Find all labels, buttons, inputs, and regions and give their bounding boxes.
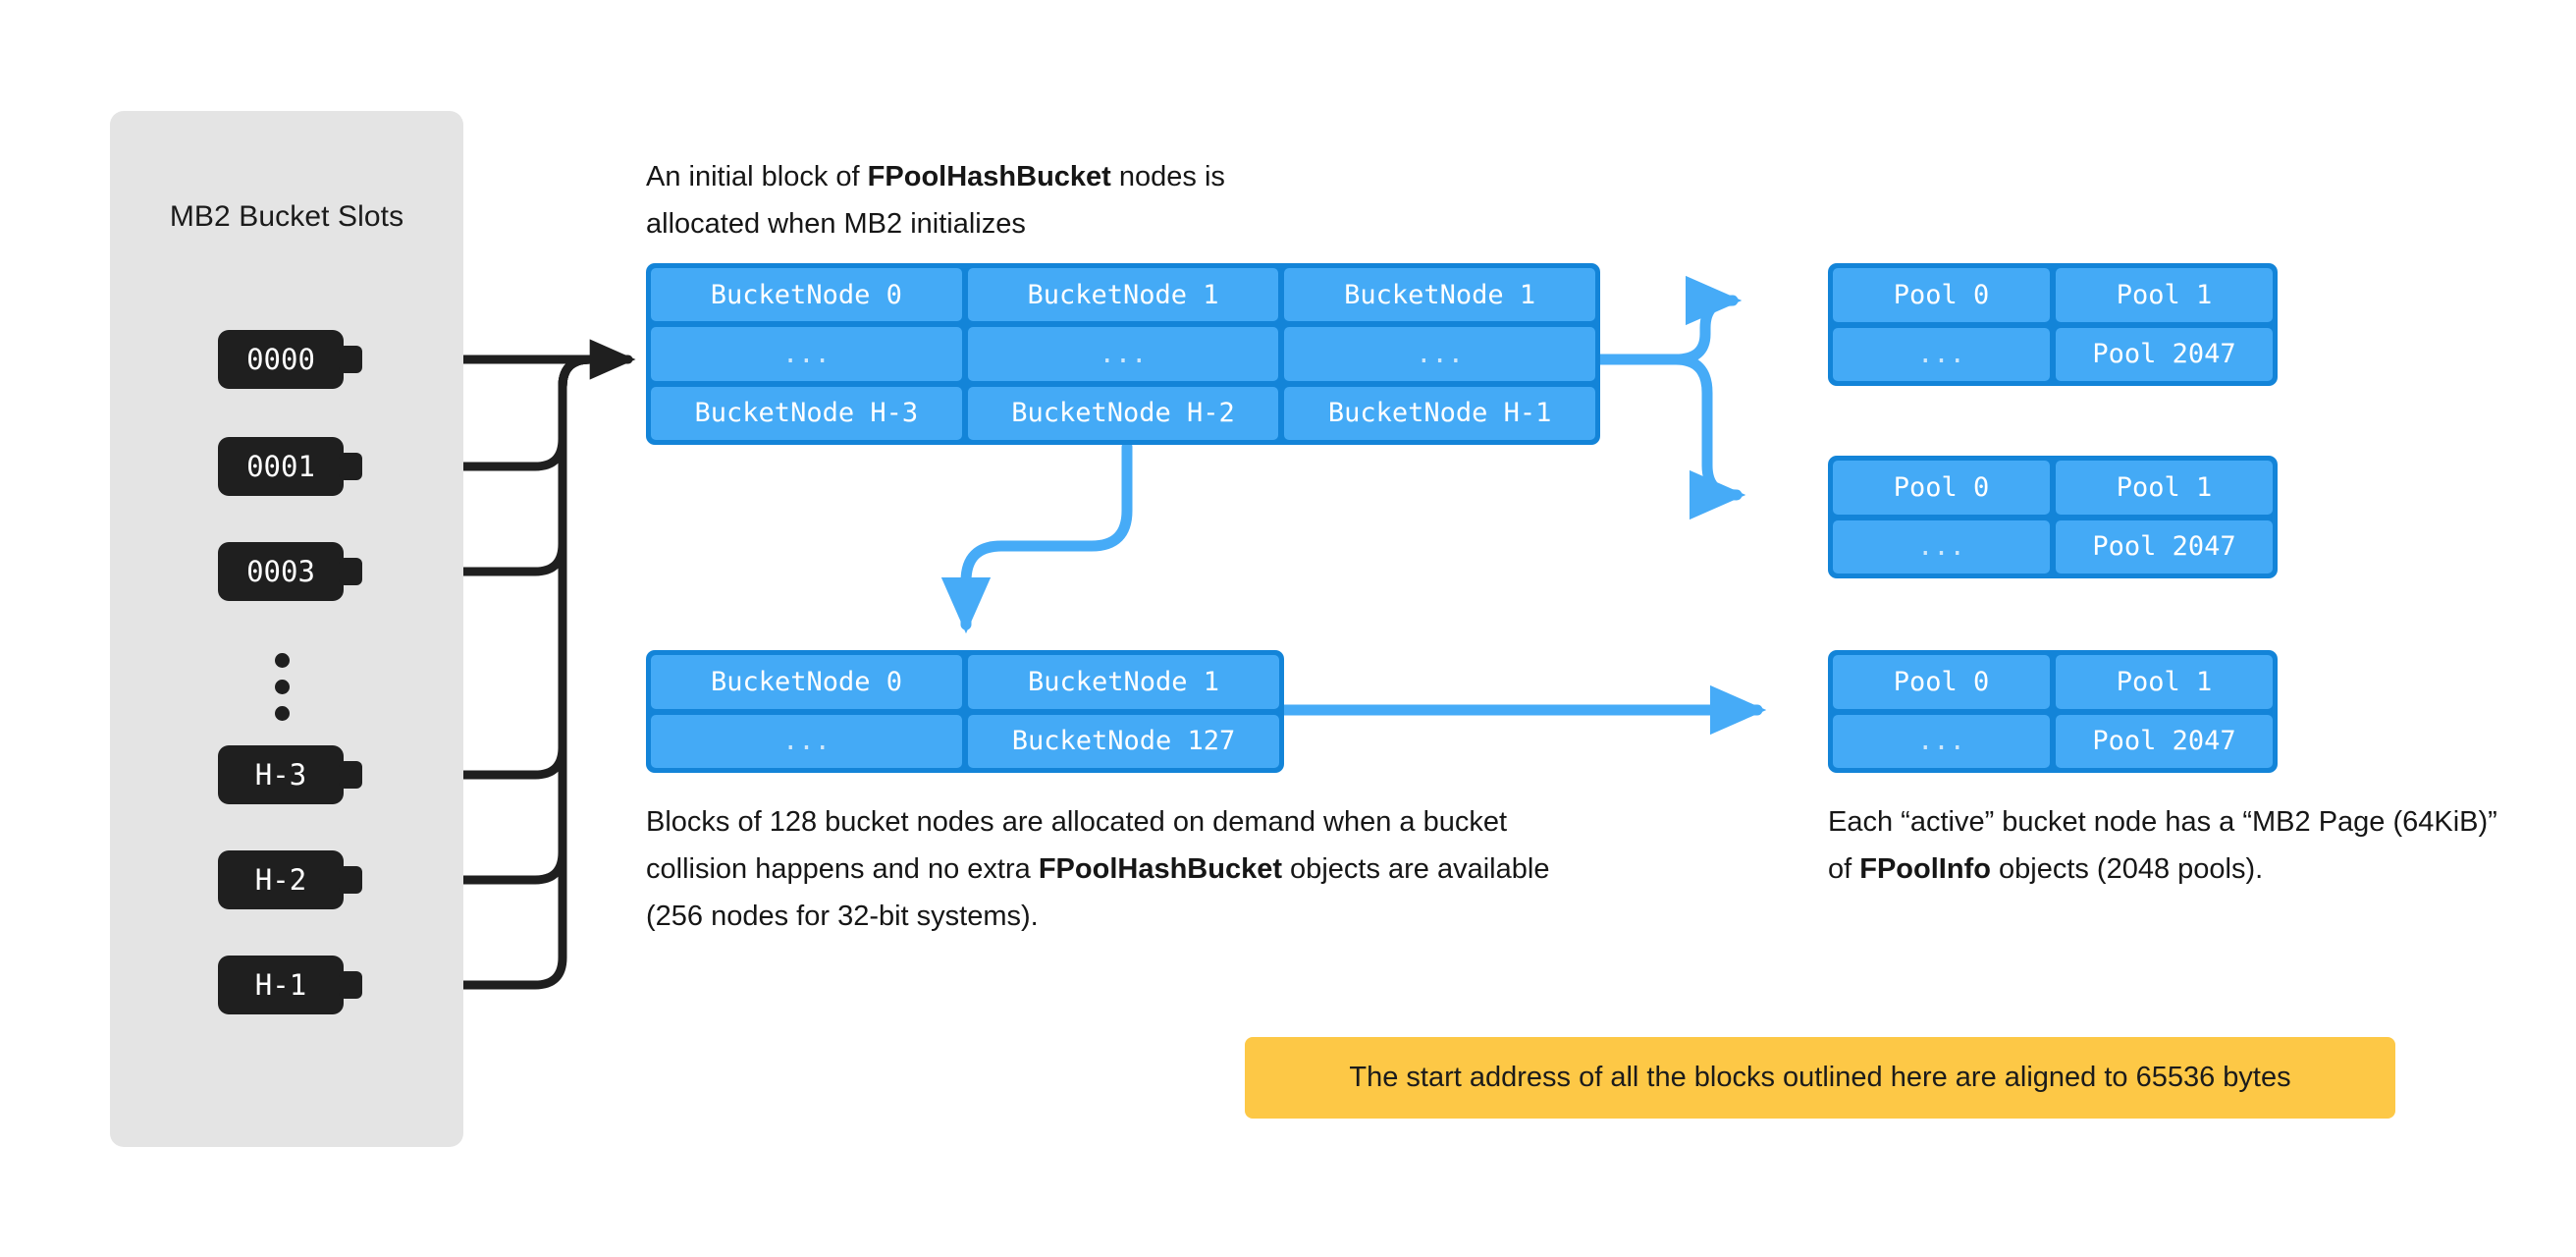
pool-cell[interactable]: Pool 2047	[2056, 519, 2273, 574]
bucket-node-cell[interactable]: BucketNode H-3	[651, 386, 962, 440]
bucket-node-cell-ellipsis: ...	[967, 327, 1279, 381]
note-text-pre: Each “active” bucket node has a “MB2 Pag…	[1828, 806, 2497, 885]
on-demand-block-note: Blocks of 128 bucket nodes are allocated…	[646, 798, 1588, 940]
initial-block-note: An initial block of FPoolHashBucket node…	[646, 153, 1333, 247]
bucket-slot-0000[interactable]: 0000	[218, 330, 362, 389]
bucket-node-cell-ellipsis: ...	[1284, 327, 1595, 381]
note-text-strong: FPoolInfo	[1859, 853, 1991, 885]
pool-cell[interactable]: Pool 0	[1833, 268, 2050, 322]
slot-connector-nub	[339, 761, 362, 789]
slot-connector-nub	[339, 453, 362, 480]
bucket-node-cell[interactable]: BucketNode 1	[967, 268, 1279, 322]
on-demand-bucket-node-block: BucketNode 0 BucketNode 1 ... BucketNode…	[646, 650, 1284, 773]
main-block-to-second-block-arrow	[940, 441, 1133, 634]
pool-cell[interactable]: Pool 2047	[2056, 714, 2273, 768]
slot-label: H-3	[254, 758, 307, 792]
slot-connector-nub	[339, 558, 362, 585]
pool-cell[interactable]: Pool 2047	[2056, 327, 2273, 381]
pool-cell[interactable]: Pool 0	[1833, 461, 2050, 515]
note-text-post: objects (2048 pools).	[1990, 853, 2264, 885]
note-text-post: objects are available (256 nodes for 32-…	[646, 853, 1550, 932]
slot-label: 0001	[246, 450, 315, 483]
note-text-pre: An initial block of	[646, 161, 868, 192]
bucket-node-cell[interactable]: BucketNode 0	[651, 268, 962, 322]
pool-cell[interactable]: Pool 1	[2056, 461, 2273, 515]
pool-cell[interactable]: Pool 1	[2056, 268, 2273, 322]
bucket-slot-h-2[interactable]: H-2	[218, 850, 362, 909]
slots-panel-title: MB2 Bucket Slots	[169, 200, 404, 233]
bucket-slot-0001[interactable]: 0001	[218, 437, 362, 496]
slot-label: H-1	[254, 968, 307, 1002]
bucket-slot-h-3[interactable]: H-3	[218, 745, 362, 804]
mb2-page-pool-table: Pool 0 Pool 1 ... Pool 2047	[1828, 263, 2278, 386]
slot-label: 0000	[246, 343, 315, 376]
alignment-callout-text: The start address of all the blocks outl…	[1349, 1062, 2291, 1093]
bucket-node-cell[interactable]: BucketNode 0	[651, 655, 962, 709]
note-text-strong: FPoolHashBucket	[867, 161, 1111, 192]
bucket-node-cell-ellipsis: ...	[651, 327, 962, 381]
alignment-callout: The start address of all the blocks outl…	[1245, 1037, 2395, 1119]
slot-connector-nub	[339, 866, 362, 894]
bucket-node-cell[interactable]: BucketNode 1	[1284, 268, 1595, 322]
mb2-page-pool-table: Pool 0 Pool 1 ... Pool 2047	[1828, 650, 2278, 773]
pool-cell[interactable]: Pool 1	[2056, 655, 2273, 709]
bucket-node-cell-ellipsis: ...	[651, 714, 962, 768]
pool-cell-ellipsis: ...	[1833, 714, 2050, 768]
bucket-node-cell[interactable]: BucketNode 1	[968, 655, 1279, 709]
initial-bucket-node-block: BucketNode 0 BucketNode 1 BucketNode 1 .…	[646, 263, 1600, 445]
bucket-node-cell[interactable]: BucketNode H-1	[1284, 386, 1595, 440]
bucket-node-cell[interactable]: BucketNode 127	[968, 714, 1279, 768]
pool-cell[interactable]: Pool 0	[1833, 655, 2050, 709]
note-text-strong: FPoolHashBucket	[1038, 853, 1282, 885]
slot-connector-nub	[339, 346, 362, 373]
slot-label: H-2	[254, 863, 307, 897]
mb2-page-pool-table: Pool 0 Pool 1 ... Pool 2047	[1828, 456, 2278, 578]
note-text-pre: Blocks of 128 bucket nodes are allocated…	[646, 806, 1508, 885]
main-block-to-pools-branch	[1594, 275, 1746, 520]
mb2-page-note: Each “active” bucket node has a “MB2 Pag…	[1828, 798, 2515, 893]
vertical-ellipsis-icon	[273, 653, 291, 721]
pool-cell-ellipsis: ...	[1833, 519, 2050, 574]
pool-cell-ellipsis: ...	[1833, 327, 2050, 381]
note-text-post: nodes is allocated when MB2 initializes	[646, 161, 1225, 240]
bucket-node-cell[interactable]: BucketNode H-2	[967, 386, 1279, 440]
slot-label: 0003	[246, 555, 315, 588]
bucket-slot-0003[interactable]: 0003	[218, 542, 362, 601]
slot-connector-nub	[339, 971, 362, 999]
bucket-slot-h-1[interactable]: H-1	[218, 956, 362, 1014]
